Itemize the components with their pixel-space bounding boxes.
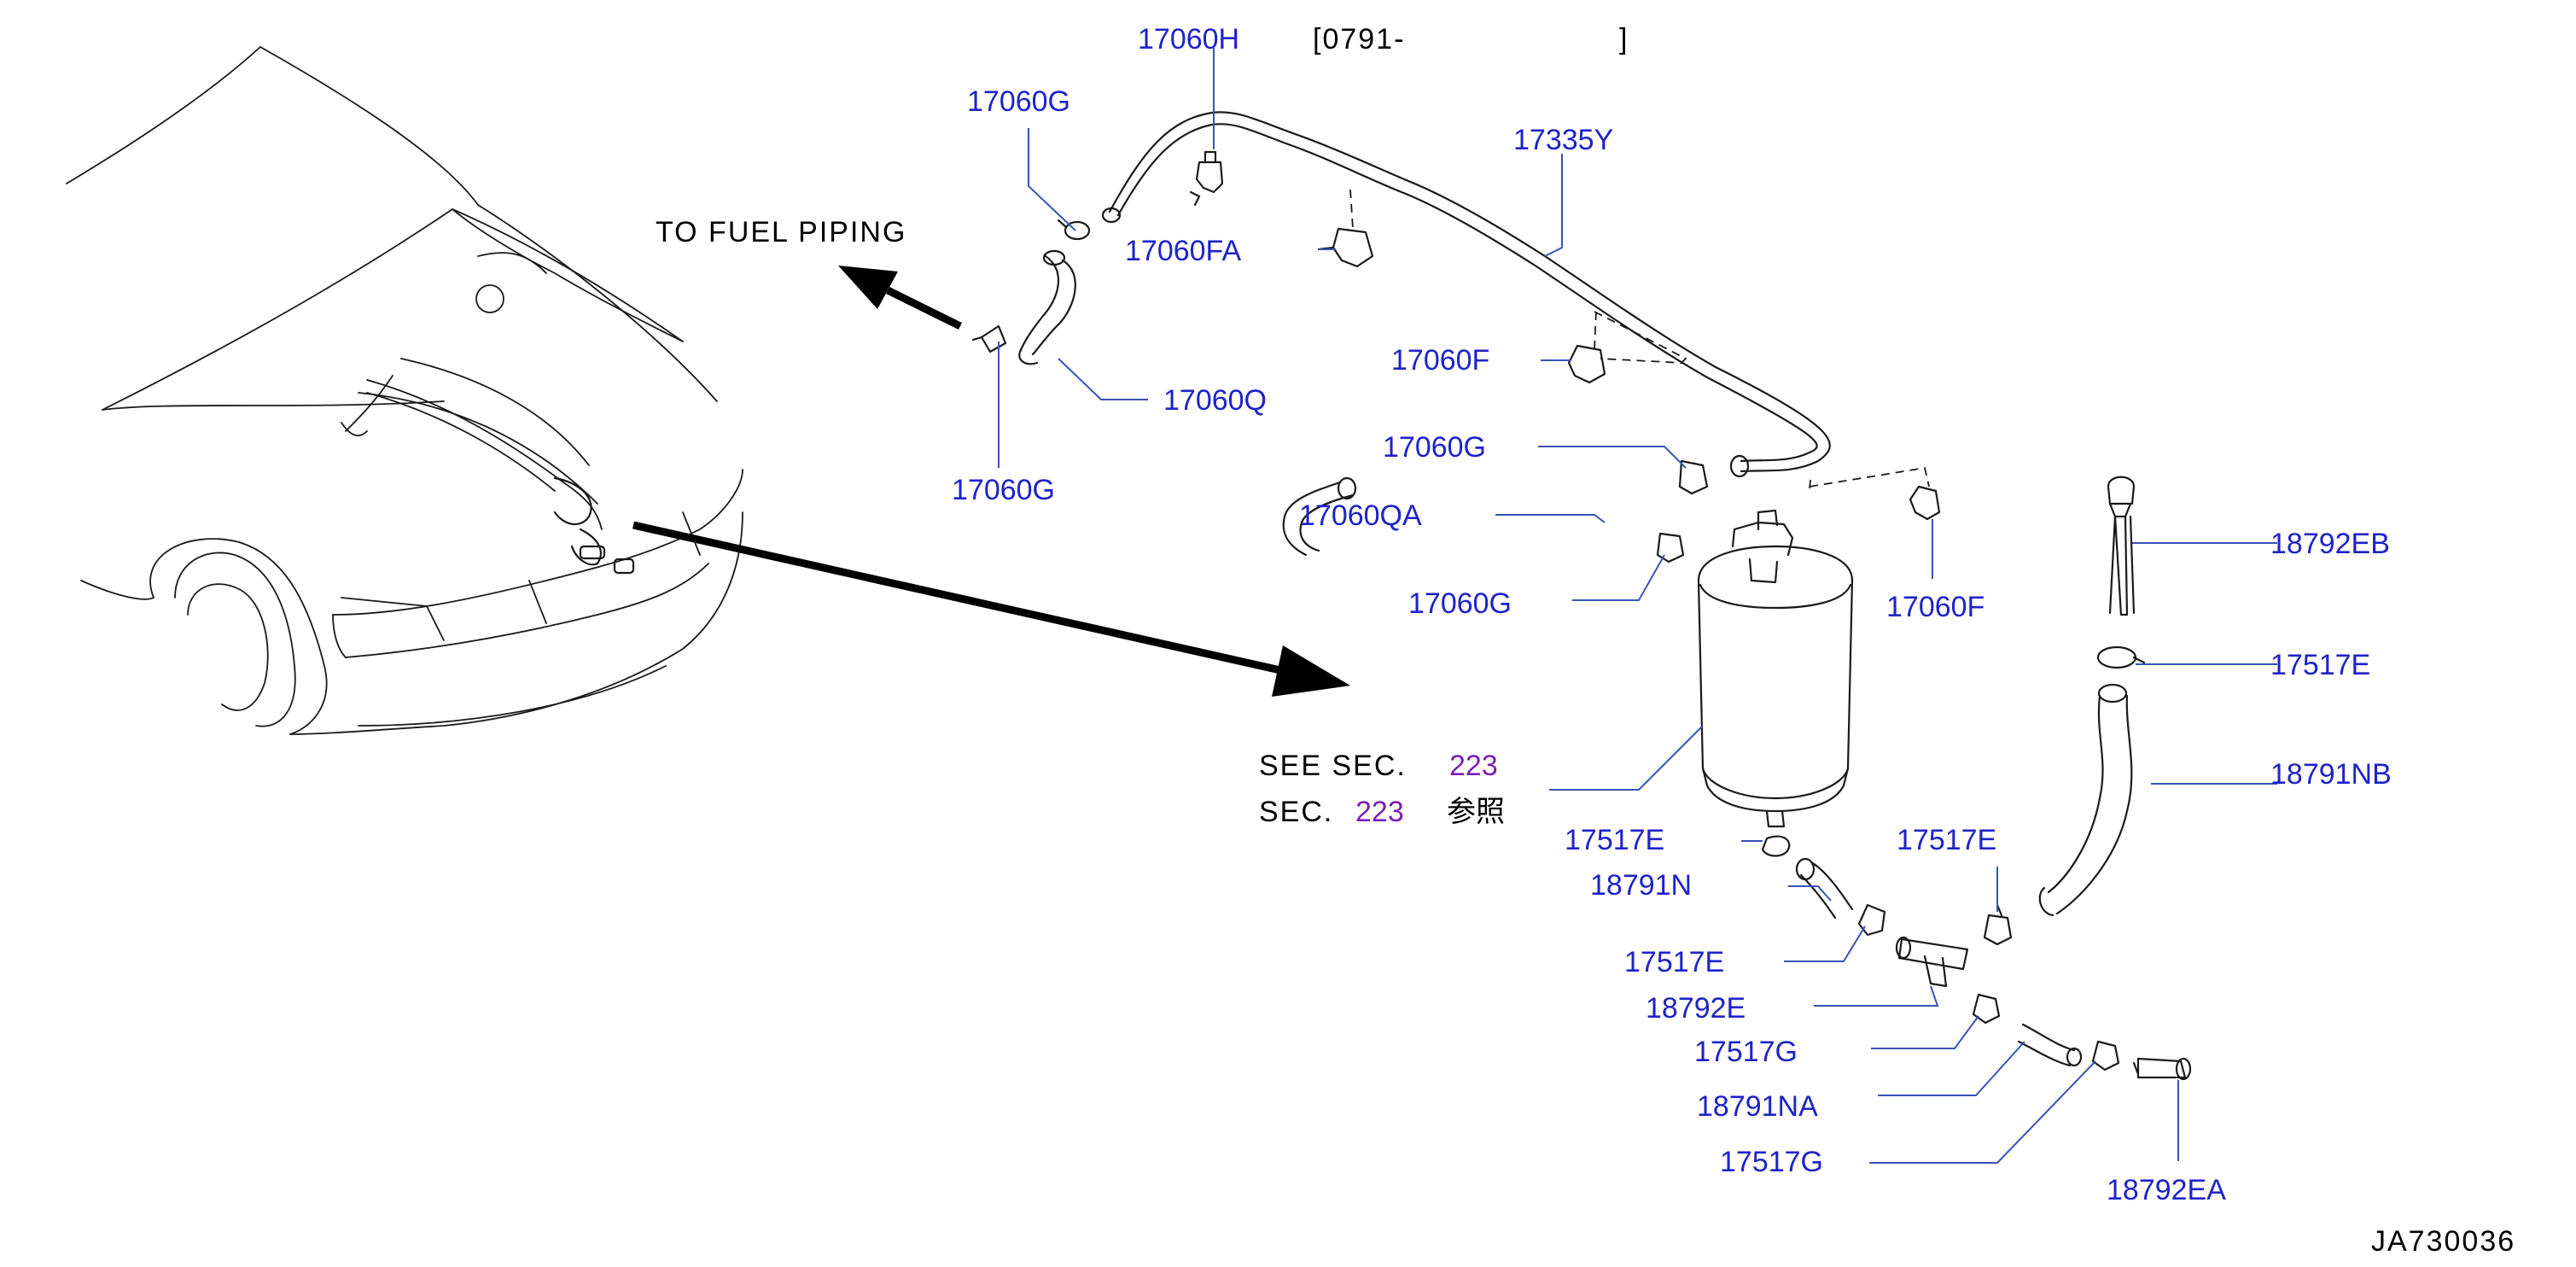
- label-17060G-left: 17060G: [952, 474, 1055, 506]
- sec-reference-suffix: 参照: [1447, 795, 1505, 829]
- clip-17060H: [1189, 150, 1224, 207]
- label-18792EB: 18792EB: [2270, 528, 2390, 560]
- label-17060Q: 17060Q: [1163, 384, 1267, 417]
- hose-18791NB: [2038, 683, 2133, 917]
- label-17517G-a: 17517G: [1694, 1036, 1798, 1068]
- hose-17060Q: [971, 249, 1076, 365]
- hose-18791N: [1795, 857, 1854, 920]
- fitting-18792EA: [2132, 1057, 2192, 1081]
- label-17517E-right: 17517E: [2270, 649, 2370, 681]
- pointer-arrow-to-canister: [632, 521, 1350, 697]
- label-17060F-upper: 17060F: [1391, 344, 1489, 377]
- label-17335Y: 17335Y: [1513, 124, 1613, 156]
- fitting-18792EB: [2107, 476, 2136, 616]
- sec-number: 223: [1355, 796, 1404, 828]
- car-front-illustration: [66, 46, 743, 735]
- label-17060G-top: 17060G: [967, 85, 1070, 118]
- label-17517G-b: 17517G: [1720, 1146, 1823, 1178]
- label-17060FA: 17060FA: [1125, 235, 1241, 267]
- tee-fitting-18792E: [1895, 936, 1969, 988]
- label-17060QA: 17060QA: [1299, 499, 1422, 532]
- vapor-pipe-17335Y: [1101, 111, 1831, 478]
- clamp-17517E-c: [1857, 903, 1886, 937]
- clamp-17517E-a: [1761, 835, 1791, 857]
- label-17060G-low: 17060G: [1408, 587, 1512, 620]
- label-17517E-a: 17517E: [1565, 824, 1664, 856]
- clamp-17517E-right: [2096, 645, 2146, 669]
- label-17060F-right: 17060F: [1886, 591, 1984, 623]
- to-fuel-piping-label: TO FUEL PIPING: [656, 216, 906, 248]
- hose-18791NA: [2017, 1023, 2083, 1067]
- clip-17060FA: [1317, 189, 1374, 268]
- hose-17060QA: [1282, 476, 1357, 557]
- clamp-17060G-mid: [1678, 459, 1709, 495]
- clamp-17517G-a: [1972, 993, 2001, 1025]
- see-sec-label: SEE SEC.: [1259, 750, 1407, 782]
- sec-label: SEC.: [1259, 796, 1333, 828]
- clamp-17060G-low: [1656, 532, 1685, 563]
- bracket-close: ]: [1619, 23, 1629, 55]
- part-labels: 17060H [0791- ] 17060G 17335Y TO FUEL PI…: [656, 23, 2515, 1258]
- clip-17060F-upper: [1567, 311, 1687, 384]
- clip-17060F-right: [1809, 466, 1941, 521]
- see-sec-number: 223: [1449, 750, 1498, 782]
- clamp-17060G-top: [1057, 219, 1091, 241]
- clamp-17517G-b: [2091, 1040, 2120, 1071]
- label-18791NA: 18791NA: [1697, 1090, 1818, 1123]
- label-18792EA: 18792EA: [2107, 1174, 2226, 1206]
- diagram-id: JA730036: [2371, 1225, 2515, 1258]
- arrow-to-fuel-piping: [838, 266, 962, 330]
- leader-lines: [998, 48, 2277, 1164]
- evap-canister: [1697, 509, 1854, 828]
- label-17517E-b: 17517E: [1897, 824, 1996, 856]
- label-18791NB: 18791NB: [2270, 758, 2392, 791]
- label-17060G-mid: 17060G: [1383, 431, 1486, 464]
- label-18791N: 18791N: [1590, 869, 1692, 902]
- bracket-text: [0791-: [1313, 23, 1405, 55]
- label-17517E-c: 17517E: [1624, 946, 1724, 978]
- label-18792E: 18792E: [1646, 992, 1746, 1025]
- label-17060H: 17060H: [1138, 23, 1239, 55]
